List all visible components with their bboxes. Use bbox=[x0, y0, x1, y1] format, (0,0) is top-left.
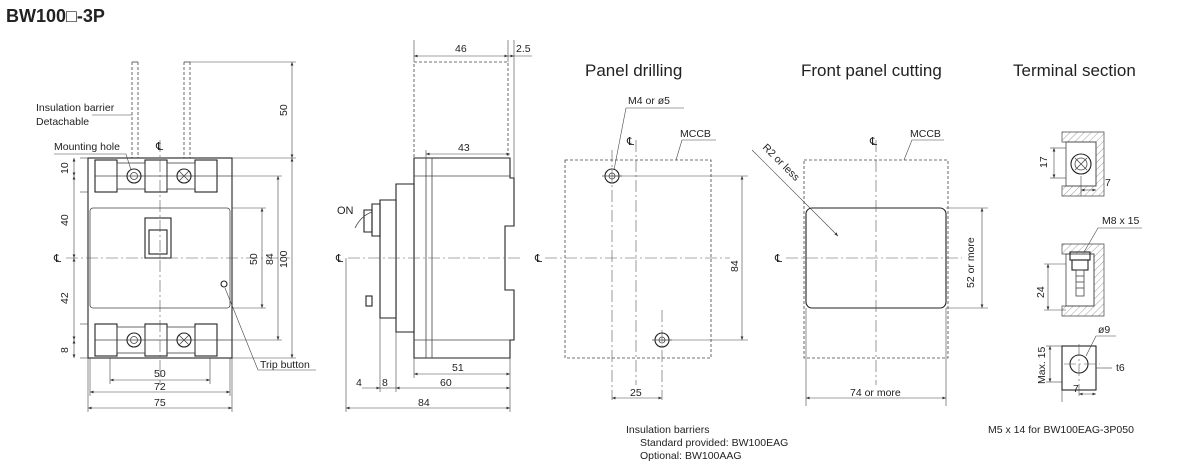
side-view: ON ℄ 46 2.5 43 51 60 4 8 84 bbox=[335, 40, 532, 412]
dim-side-84: 84 bbox=[418, 397, 430, 409]
side-trip-button bbox=[365, 295, 373, 307]
front-panel-cutting-view: Front panel cutting ℄ ℄ MCCB R2 or less … bbox=[751, 61, 988, 406]
terminal-detail-1: 17 7 bbox=[1038, 131, 1111, 197]
dim-side-43: 43 bbox=[458, 142, 470, 154]
side-handle-base bbox=[371, 203, 381, 237]
side-centerline-label: ℄ bbox=[335, 253, 343, 265]
dim-terminal-7a: 7 bbox=[1105, 177, 1111, 189]
front-centerline-top-label: ℄ bbox=[155, 141, 163, 153]
dim-barrier-50: 50 bbox=[278, 104, 290, 116]
trip-button bbox=[220, 280, 228, 288]
mounting-hole-top bbox=[126, 168, 142, 184]
mounting-hole-leader bbox=[54, 153, 132, 171]
dim-front-10: 10 bbox=[59, 162, 71, 174]
terminal-detail-2: M8 x 15 24 bbox=[1035, 215, 1142, 317]
front-panel-cutting-title: Front panel cutting bbox=[801, 61, 942, 80]
terminal-section-title: Terminal section bbox=[1013, 61, 1136, 80]
terminal-row-top bbox=[94, 159, 232, 193]
dim-drilling-84: 84 bbox=[729, 260, 741, 272]
dim-drilling-25: 25 bbox=[630, 387, 642, 399]
panel-drilling-view: Panel drilling ℄ ℄ M4 or ø5 MCCB 84 25 bbox=[534, 61, 748, 400]
trip-button-leader bbox=[224, 287, 316, 371]
screw-label: M8 x 15 bbox=[1102, 215, 1140, 227]
dim-terminal-7b: 7 bbox=[1073, 383, 1079, 395]
panel-drilling-title: Panel drilling bbox=[585, 61, 682, 80]
drill-hole-label: M4 or ø5 bbox=[628, 95, 670, 107]
dim-front-8: 8 bbox=[59, 347, 71, 353]
dim-front-84: 84 bbox=[264, 253, 276, 265]
model-title: BW100□-3P bbox=[6, 6, 105, 26]
insulation-barrier-label: Insulation barrier bbox=[36, 102, 115, 114]
cutting-centerline-label: ℄ bbox=[774, 253, 782, 265]
terminal-section-view: Terminal section 17 7 bbox=[1013, 61, 1142, 402]
notes: Insulation barriers Standard provided: B… bbox=[626, 424, 1134, 462]
drilling-mccb-label: MCCB bbox=[680, 128, 711, 140]
insulation-barrier-right bbox=[183, 61, 191, 158]
hole-leader bbox=[1085, 335, 1116, 357]
dim-side-4: 4 bbox=[356, 377, 362, 389]
barriers-note-title: Insulation barriers bbox=[626, 424, 709, 436]
screw-leader bbox=[1083, 227, 1142, 253]
barriers-note-optional: Optional: BW100AAG bbox=[640, 450, 742, 462]
front-centerline-label: ℄ bbox=[53, 253, 61, 265]
front-view: ℄ ℄ Insulation barrier Detachable Mounti… bbox=[36, 61, 316, 412]
screw-note: M5 x 14 for BW100EAG-3P050 bbox=[988, 424, 1134, 436]
terminal-screw-bottom bbox=[176, 332, 192, 348]
dim-cutting-74: 74 or more bbox=[850, 387, 901, 399]
drilling-centerline-label: ℄ bbox=[534, 253, 542, 265]
drill-hole-leader bbox=[613, 107, 684, 171]
terminal-row-bottom bbox=[94, 323, 232, 357]
cutting-mccb-leader bbox=[903, 139, 944, 161]
mounting-hole-label: Mounting hole bbox=[54, 141, 120, 153]
cutting-centerline-top-label: ℄ bbox=[869, 136, 877, 148]
dim-cover-50: 50 bbox=[248, 253, 260, 265]
insulation-barrier-left bbox=[131, 61, 139, 158]
dim-terminal-24: 24 bbox=[1035, 286, 1047, 298]
dim-side-60: 60 bbox=[440, 377, 452, 389]
barriers-note-standard: Standard provided: BW100EAG bbox=[640, 437, 788, 449]
dim-front-75: 75 bbox=[154, 397, 166, 409]
dim-cutting-52: 52 or more bbox=[965, 237, 977, 288]
drilling-centerline-top-label: ℄ bbox=[626, 136, 634, 148]
on-arc bbox=[354, 211, 373, 229]
dim-front-100: 100 bbox=[278, 250, 290, 268]
dim-terminal-t6: t6 bbox=[1116, 362, 1125, 374]
terminal-detail-3: ø9 Max. 15 t6 7 bbox=[1036, 324, 1125, 402]
terminal-screw-top bbox=[176, 168, 192, 184]
dim-side-2-5: 2.5 bbox=[516, 43, 531, 55]
dim-side-51: 51 bbox=[452, 362, 464, 374]
dim-side-46: 46 bbox=[455, 43, 467, 55]
detachable-label: Detachable bbox=[36, 116, 89, 128]
trip-button-label: Trip button bbox=[260, 359, 310, 371]
dim-front-40: 40 bbox=[59, 214, 71, 226]
cutting-mccb-label: MCCB bbox=[910, 128, 941, 140]
radius-label: R2 or less bbox=[760, 142, 802, 184]
drilling-mccb-leader bbox=[675, 139, 716, 161]
side-handle bbox=[363, 209, 373, 233]
radius-leader bbox=[751, 149, 839, 237]
dim-front-50-bottom: 50 bbox=[154, 368, 166, 380]
dim-terminal-d9: ø9 bbox=[1098, 324, 1110, 336]
on-label: ON bbox=[337, 205, 354, 217]
dim-front-42: 42 bbox=[59, 292, 71, 304]
dim-terminal-17: 17 bbox=[1038, 156, 1050, 168]
mounting-hole-bottom bbox=[126, 332, 142, 348]
dim-side-8: 8 bbox=[382, 377, 388, 389]
panel-drilling-mccb-outline bbox=[564, 159, 712, 359]
dim-front-72: 72 bbox=[154, 381, 166, 393]
dim-terminal-max15: Max. 15 bbox=[1036, 346, 1048, 384]
side-front-face bbox=[379, 199, 397, 319]
